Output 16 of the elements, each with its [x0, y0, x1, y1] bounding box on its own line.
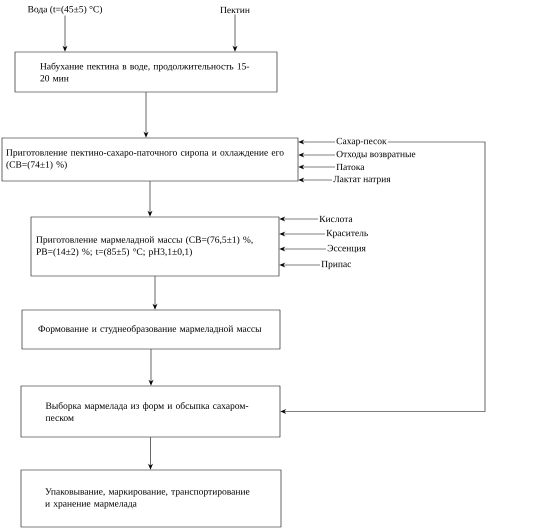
input-label: Лактат натрия — [333, 176, 390, 184]
input-label: Отходы возвратные — [336, 150, 416, 160]
process-box: Упаковывание, маркирование, транспортирование и хранение мармелада — [20, 470, 282, 528]
input-label: Припас — [321, 260, 352, 270]
input-label: Пектин — [220, 6, 250, 14]
input-label: Краситель — [326, 230, 368, 238]
input-label: Патока — [336, 164, 364, 170]
input-label: Вода (t=(45±5) °C) — [28, 6, 102, 14]
input-label: Кислота — [319, 216, 353, 222]
input-label: Сахар-песок — [336, 138, 387, 146]
process-box: Формование и студнеобразование мармеладной массы — [22, 310, 280, 350]
process-box: Приготовление пектино-сахаро-паточного сиропа и охлаждение его (СВ=(74±1) %) — [2, 138, 298, 182]
process-box: Приготовление мармеладной массы (СВ=(76,5±1) %, РВ=(14±2) %; t=(85±5) °C; pH3,1±0,1) — [30, 216, 280, 276]
process-box: Выборка мармелада из форм и обсыпка сахаром-песком — [20, 386, 280, 438]
process-box: Набухание пектина в воде, продолжительность 15-20 мин — [14, 52, 278, 92]
input-label: Эссенция — [328, 244, 366, 254]
